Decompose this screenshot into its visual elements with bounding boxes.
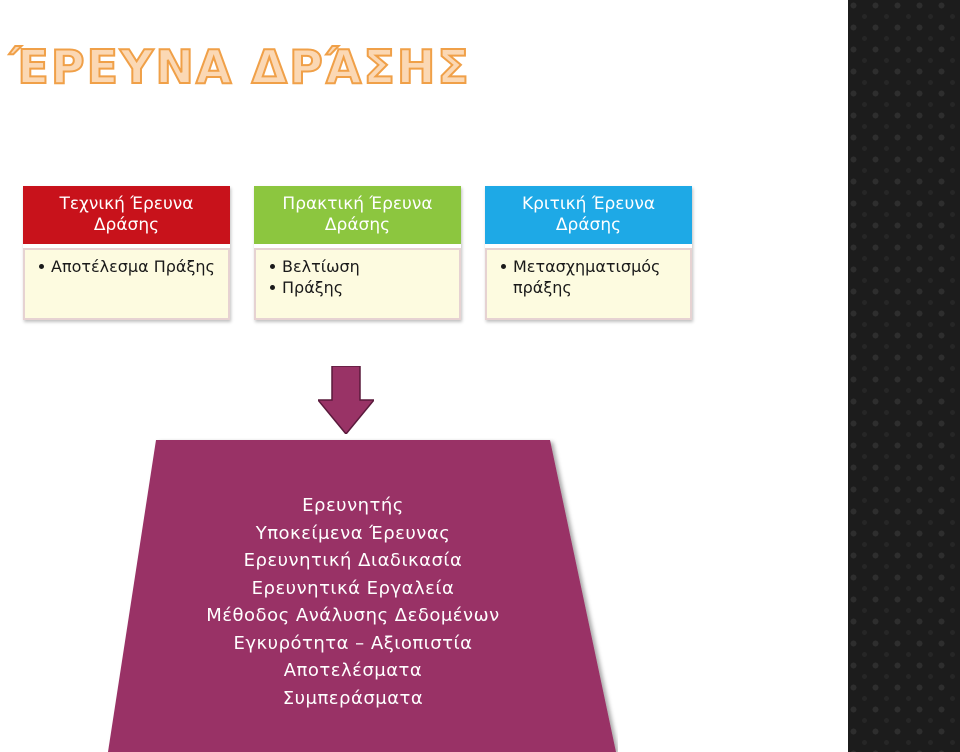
bullet-item: Μετασχηματισμός πράξης [501,256,682,298]
card-heading: Πρακτική Έρευνα Δράσης [254,186,461,244]
bullet-item: Αποτέλεσμα Πράξης [39,256,220,277]
down-arrow-icon [316,365,376,436]
card-body: Βελτίωση Πράξης [254,248,461,320]
card-body: Αποτέλεσμα Πράξης [23,248,230,320]
process-steps-list: Ερευνητής Υποκείμενα Έρευνας Ερευνητική … [108,492,598,712]
card-heading: Κριτική Έρευνα Δράσης [485,186,692,244]
card-critical-action-research: Κριτική Έρευνα Δράσης Μετασχηματισμός πρ… [485,186,692,320]
process-step: Αποτελέσματα [283,660,423,681]
card-technical-action-research: Τεχνική Έρευνα Δράσης Αποτέλεσμα Πράξης [23,186,230,320]
slide-title: ΈΡΕΥΝΑ ΔΡΆΣΗΣ [9,39,471,95]
card-heading: Τεχνική Έρευνα Δράσης [23,186,230,244]
process-step: Μέθοδος Ανάλυσης Δεδομένων [206,605,500,626]
card-practical-action-research: Πρακτική Έρευνα Δράσης Βελτίωση Πράξης [254,186,461,320]
process-step: Συμπεράσματα [282,687,424,709]
research-process-trapezoid: Ερευνητής Υποκείμενα Έρευνας Ερευνητική … [108,438,618,752]
bullet-item: Πράξης [270,277,451,298]
process-step: Ερευνητική Διαδικασία [243,550,463,571]
card-body: Μετασχηματισμός πράξης [485,248,692,320]
process-step: Εγκυρότητα – Αξιοπιστία [233,632,473,654]
decorative-side-band [848,0,960,752]
process-step: Ερευνητής [302,495,404,516]
process-step: Υποκείμενα Έρευνας [255,522,451,544]
bullet-item: Βελτίωση [270,256,451,277]
process-step: Ερευνητικά Εργαλεία [251,577,455,599]
